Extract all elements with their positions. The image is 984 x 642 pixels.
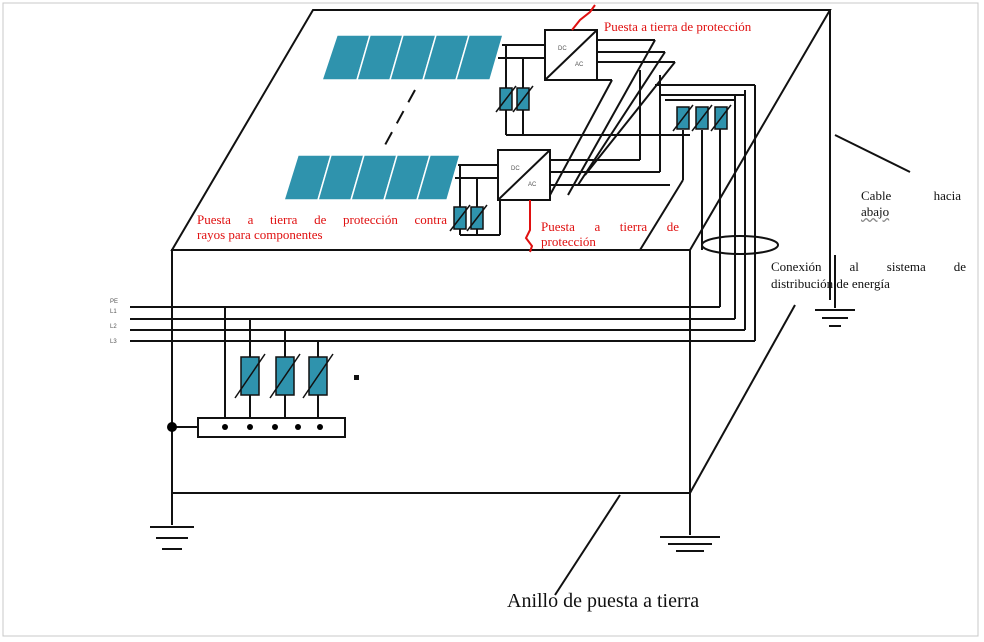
- bus-l3-label: L3: [110, 339, 117, 345]
- protection-ground-lead: [571, 4, 596, 31]
- bus-l2-label: L2: [110, 324, 117, 330]
- inverter-dc-label: DC: [511, 166, 520, 172]
- ground-ring-line: [554, 494, 621, 596]
- inverter-dc-label: DC: [558, 46, 567, 52]
- ground-icon: [150, 526, 194, 550]
- surge-arrester: [234, 353, 266, 399]
- solar-panel-bottom: [282, 154, 461, 201]
- protection-ground-lead: [524, 200, 534, 253]
- surge-arrester: [269, 353, 301, 399]
- surge-arrester: [449, 204, 471, 232]
- surge-arrester: [466, 204, 488, 232]
- label-connection-line1: Conexión al sistema de: [771, 259, 966, 274]
- label-cable-down-line1: Cable hacia: [861, 188, 961, 203]
- surge-arrester: [302, 353, 334, 399]
- cable-bundle-ring: [701, 235, 779, 255]
- inverter-ac-label: AC: [575, 62, 584, 68]
- ground-icon: [660, 536, 720, 552]
- label-protection-ground-top: Puesta a tierra de protección: [604, 19, 752, 34]
- label-lightning-ground-line1: Puesta a tierra de protección contra: [197, 212, 447, 227]
- label-ground-ring: Anillo de puesta a tierra: [507, 590, 700, 612]
- down-cable: [834, 134, 911, 173]
- label-protection-ground-bottom-line2: protección: [541, 234, 596, 249]
- label-cable-down-line2: abajo: [861, 204, 890, 219]
- inverter-ac-label: AC: [528, 182, 537, 188]
- surge-arrester: [691, 104, 713, 132]
- solar-panel-top: [320, 34, 504, 81]
- ground-icon: [815, 309, 855, 327]
- surge-arrester: [512, 85, 534, 113]
- surge-arrester: [672, 104, 694, 132]
- bus-l1-label: L1: [110, 309, 117, 315]
- label-lightning-ground-line2: rayos para componentes: [197, 227, 323, 242]
- label-protection-ground-bottom-line1: Puesta a tierra de: [541, 219, 679, 234]
- junction-node: [167, 422, 177, 432]
- surge-arrester: [495, 85, 517, 113]
- surge-arrester: [710, 104, 732, 132]
- label-connection-line2: distribución de energía: [771, 276, 890, 291]
- bus-pe-label: PE: [110, 299, 118, 305]
- building-edge: [689, 304, 796, 494]
- grounding-terminal-block: [197, 417, 346, 438]
